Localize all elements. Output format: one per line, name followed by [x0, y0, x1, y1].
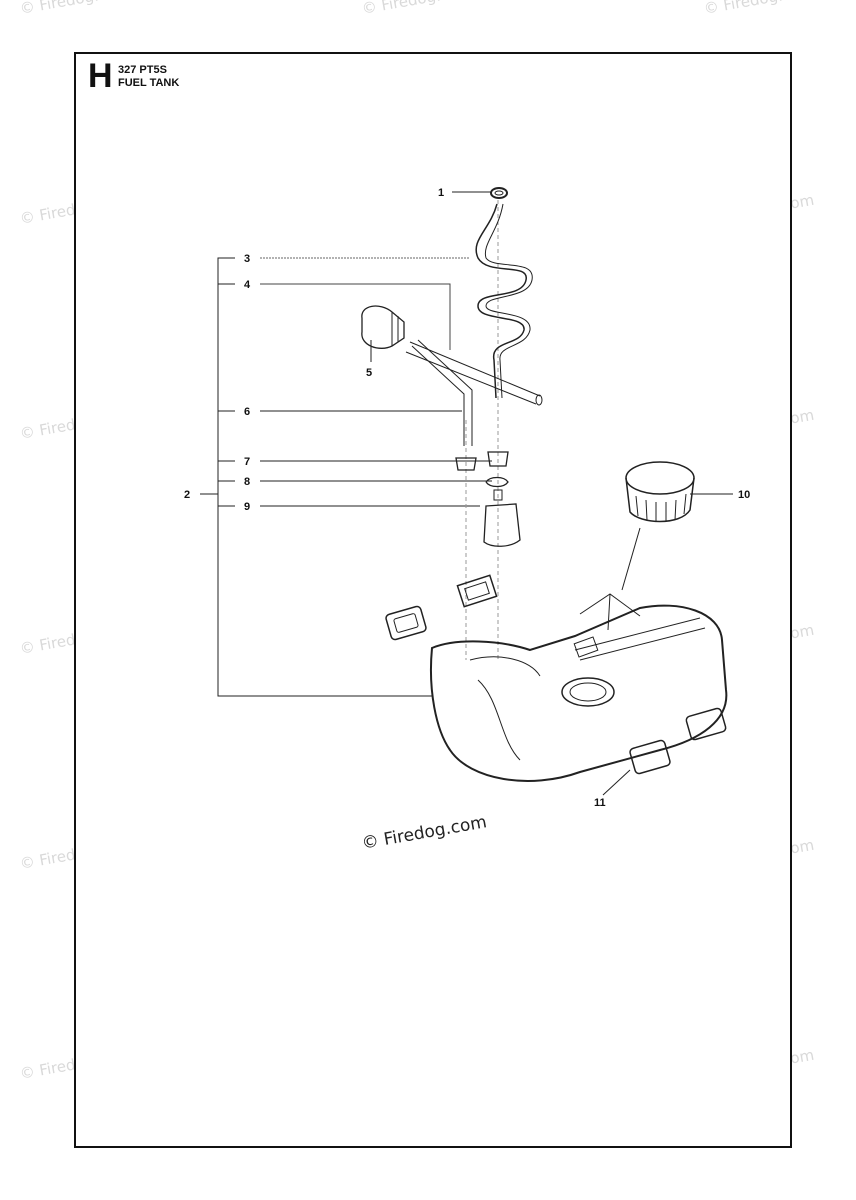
coiled-hose [475, 203, 527, 399]
callout-2: 2 [184, 489, 190, 501]
damper-pad-right [685, 707, 727, 741]
callout-4: 4 [244, 279, 251, 291]
fuel-tank-top-rail [574, 617, 706, 661]
fuel-cap-tether [621, 527, 641, 591]
callout-11: 11 [594, 797, 606, 809]
callout-10: 10 [738, 489, 750, 501]
leader-4 [260, 283, 451, 350]
fuel-cap [625, 461, 695, 495]
fuel-line-end [535, 394, 543, 406]
coiled-hose-inner [484, 203, 533, 399]
section-title: FUEL TANK [118, 77, 180, 89]
callout-9: 9 [244, 501, 250, 513]
fuel-filter [483, 503, 521, 547]
grommet-right [487, 451, 509, 467]
leader-11 [602, 769, 631, 796]
fuel-line-hose [405, 341, 541, 405]
title-block: 327 PT5S FUEL TANK [118, 64, 179, 90]
fuel-tank-neck-inner [569, 682, 607, 702]
fuel-cap-ribs [635, 493, 687, 522]
damper-pad-bottom [629, 739, 671, 775]
callout-5: 5 [366, 367, 372, 379]
clip-stem [493, 489, 503, 501]
primer-bulb [361, 305, 405, 349]
callout-1: 1 [438, 187, 444, 199]
fuel-tank-neck [561, 677, 615, 707]
section-letter: H [88, 57, 113, 95]
gasket-part [456, 574, 498, 608]
grommet-left [455, 457, 477, 471]
gasket-part-inner [464, 581, 490, 601]
fuel-cap-tether-loop [579, 593, 641, 631]
fuel-tank [429, 604, 728, 782]
diagram-frame [74, 52, 792, 1148]
callout-7: 7 [244, 456, 250, 468]
return-pipe [411, 339, 473, 446]
fuel-cap-skirt [625, 477, 695, 523]
model-label: 327 PT5S [118, 64, 167, 76]
callout-6: 6 [244, 406, 250, 418]
o-ring-part-inner [494, 190, 504, 196]
callout-3: 3 [244, 253, 250, 265]
clip-part [485, 476, 509, 488]
o-ring-part [490, 187, 508, 199]
damper-pad-left-inner [393, 613, 419, 633]
fuel-tank-ridge [469, 656, 541, 761]
damper-pad-left [385, 605, 427, 641]
callout-8: 8 [244, 476, 250, 488]
fuel-tank-latch [573, 636, 599, 658]
